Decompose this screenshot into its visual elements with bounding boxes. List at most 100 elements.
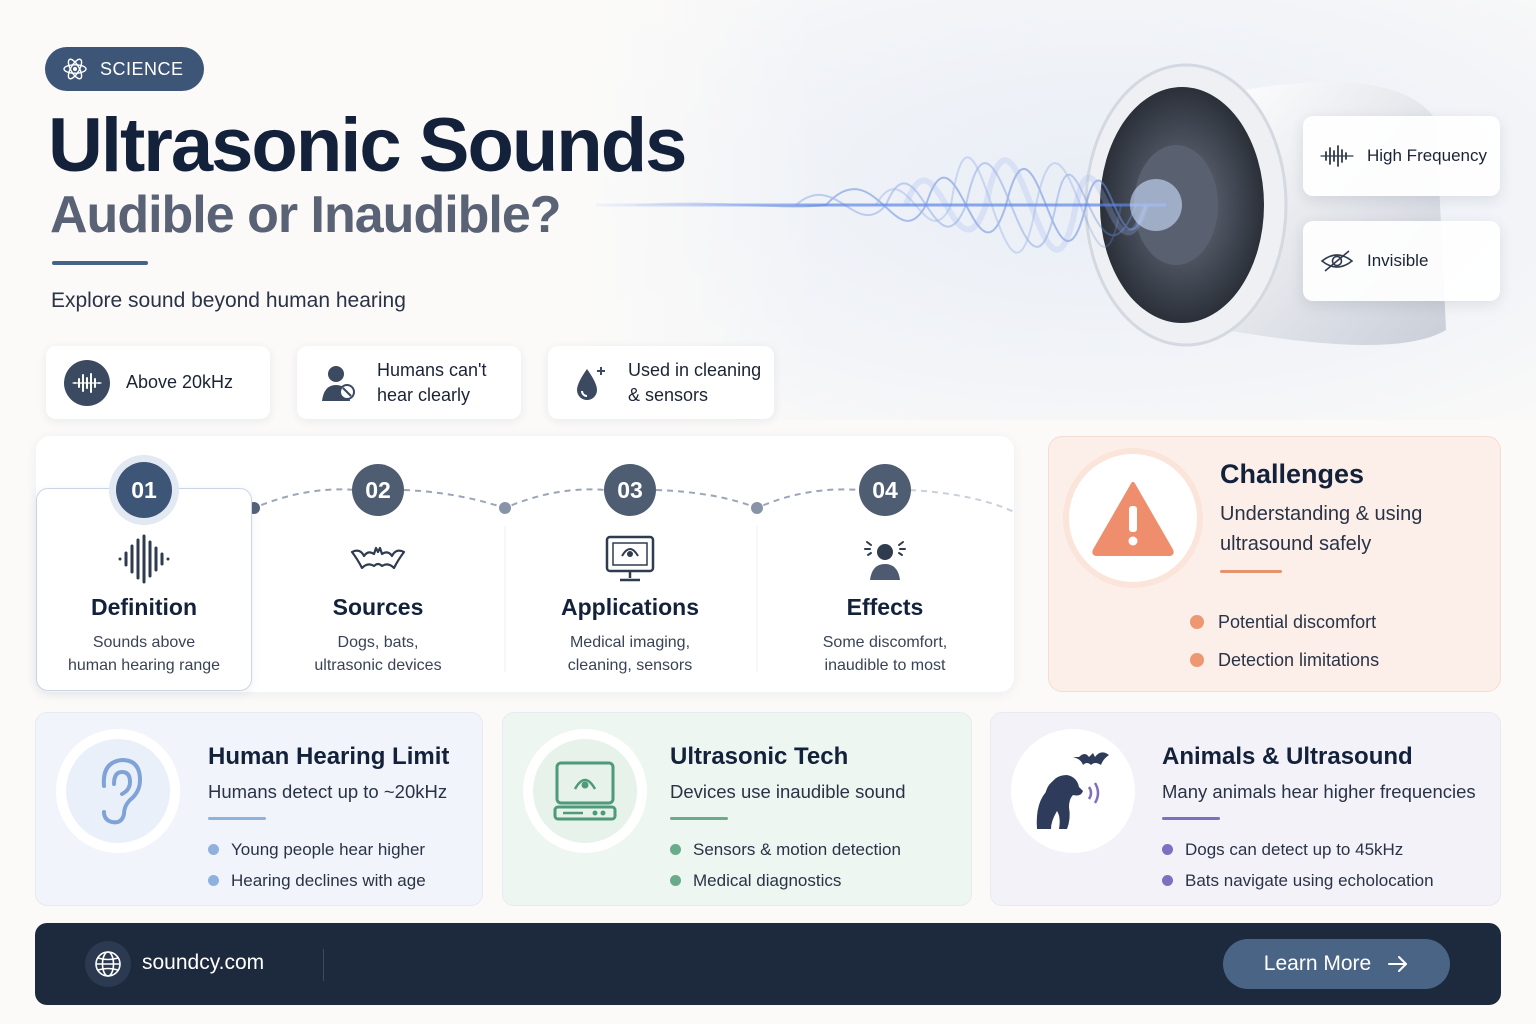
step-description: Some discomfort, inaudible to most <box>766 631 1004 677</box>
chip-line: hear clearly <box>377 384 471 405</box>
chip-line: & sensors <box>628 384 709 405</box>
card-list: Sensors & motion detection Medical diagn… <box>670 834 901 896</box>
active-step-card <box>36 488 252 691</box>
challenges-title: Challenges <box>1220 459 1365 489</box>
person-muted-icon <box>315 360 361 406</box>
warning-icon <box>1069 454 1197 582</box>
list-item-label: Bats navigate using echolocation <box>1185 870 1434 890</box>
category-label: SCIENCE <box>100 58 184 79</box>
arrow-right-icon <box>1388 956 1408 972</box>
challenges-list: Potential discomfort Detection limitatio… <box>1190 603 1379 679</box>
card-icon-circle <box>56 729 180 853</box>
hero-badge-label: High Frequency <box>1367 146 1488 165</box>
ear-icon <box>66 739 170 843</box>
step-title: Applications <box>560 594 699 620</box>
list-item-label: Potential discomfort <box>1218 611 1377 632</box>
droplet-plus-icon <box>566 360 612 406</box>
learn-more-label: Learn More <box>1263 952 1372 975</box>
tagline: Explore sound beyond human hearing <box>51 289 406 312</box>
page-subtitle: Audible or Inaudible? <box>50 186 562 244</box>
title-divider <box>52 261 148 265</box>
bullet-dot <box>1190 653 1204 667</box>
step-description: Medical imaging, cleaning, sensors <box>510 631 750 677</box>
card-list: Young people hear higher Hearing decline… <box>208 834 426 896</box>
card-animals-ultrasound: Animals & Ultrasound Many animals hear h… <box>990 712 1501 906</box>
ultrasound-device-icon <box>533 739 637 843</box>
card-title: Ultrasonic Tech <box>670 743 849 770</box>
challenges-panel: Challenges Understanding & using ultraso… <box>1048 436 1501 692</box>
step-description: Dogs, bats, ultrasonic devices <box>260 631 496 677</box>
footer-bar: soundcy.com Learn More <box>35 923 1501 1005</box>
step-definition[interactable]: 01 Definition Sounds above human hearing… <box>36 436 252 692</box>
card-title: Animals & Ultrasound <box>1162 743 1413 770</box>
feature-chip-frequency: Above 20kHz <box>46 346 270 419</box>
step-number: 01 <box>116 462 172 518</box>
card-ultrasonic-tech: Ultrasonic Tech Devices use inaudible so… <box>502 712 972 906</box>
list-item-label: Detection limitations <box>1218 649 1380 670</box>
card-subtitle: Devices use inaudible sound <box>670 781 906 802</box>
step-number: 04 <box>859 464 911 516</box>
bullet-dot <box>670 844 681 855</box>
bullet-dot <box>670 875 681 886</box>
category-badge: SCIENCE <box>45 47 204 91</box>
steps-panel: 01 Definition Sounds above human hearing… <box>36 436 1014 692</box>
list-item: Potential discomfort <box>1190 603 1379 641</box>
step-description: Sounds above human hearing range <box>36 631 252 677</box>
card-subtitle: Many animals hear higher frequencies <box>1162 781 1476 802</box>
person-noise-icon <box>864 541 906 580</box>
bullet-dot <box>1162 875 1173 886</box>
card-human-hearing: Human Hearing Limit Humans detect up to … <box>35 712 483 906</box>
card-list: Dogs can detect up to 45kHz Bats navigat… <box>1162 834 1434 896</box>
step-desc-line: inaudible to most <box>824 657 946 674</box>
step-desc-line: human hearing range <box>67 657 221 674</box>
list-item: Young people hear higher <box>208 834 426 865</box>
step-effects[interactable]: 04 Effects Some discomfort, inaudible to… <box>766 436 1004 692</box>
learn-more-button[interactable]: Learn More <box>1223 939 1450 989</box>
list-item: Sensors & motion detection <box>670 834 901 865</box>
atom-icon <box>63 58 87 80</box>
list-item: Dogs can detect up to 45kHz <box>1162 834 1434 865</box>
challenges-subtitle: Understanding & using ultrasound safely <box>1220 503 1423 555</box>
globe-icon <box>85 941 131 987</box>
chip-text: Humans can't hear clearly <box>377 358 487 408</box>
step-desc-line: Dogs, bats, <box>337 634 419 651</box>
step-desc-line: Sounds above <box>92 634 196 651</box>
list-item: Detection limitations <box>1190 641 1379 679</box>
bullet-dot <box>208 844 219 855</box>
list-item-label: Medical diagnostics <box>693 870 842 890</box>
waveform-icon <box>118 534 170 584</box>
list-item-label: Sensors & motion detection <box>693 839 901 859</box>
card-divider <box>670 817 728 820</box>
list-item: Medical diagnostics <box>670 865 901 896</box>
feature-chip-humans: Humans can't hear clearly <box>297 346 521 419</box>
step-title: Definition <box>90 594 198 620</box>
website-link[interactable]: soundcy.com <box>142 951 265 974</box>
hero-badge-label: Invisible <box>1367 251 1429 270</box>
list-item-label: Young people hear higher <box>231 839 426 859</box>
card-title: Human Hearing Limit <box>208 743 450 770</box>
dog-bat-icon <box>1021 739 1125 843</box>
step-applications[interactable]: 03 Applications Medical imaging, cleanin… <box>510 436 750 692</box>
hero-badge-invisible: Invisible <box>1303 221 1500 301</box>
step-desc-line: Some discomfort, <box>822 634 948 651</box>
chip-line: Humans can't <box>377 359 487 380</box>
step-desc-line: Medical imaging, <box>569 634 691 651</box>
chip-label: Above 20kHz <box>126 372 234 392</box>
step-desc-line: ultrasonic devices <box>314 657 442 674</box>
step-sources[interactable]: 02 Sources Dogs, bats, ultrasonic device… <box>260 436 496 692</box>
challenges-divider <box>1220 570 1282 573</box>
step-desc-line: cleaning, sensors <box>567 657 693 674</box>
card-divider <box>208 817 266 820</box>
bullet-dot <box>1162 844 1173 855</box>
step-number: 02 <box>352 464 404 516</box>
card-divider <box>1162 817 1220 820</box>
list-item-label: Dogs can detect up to 45kHz <box>1185 839 1404 859</box>
hero-badge-frequency: High Frequency <box>1303 116 1500 196</box>
card-subtitle: Humans detect up to ~20kHz <box>208 781 448 802</box>
card-icon-circle <box>523 729 647 853</box>
monitor-icon <box>605 535 655 582</box>
footer-divider <box>323 949 324 981</box>
bat-icon <box>350 546 406 570</box>
waveform-icon <box>64 359 110 406</box>
